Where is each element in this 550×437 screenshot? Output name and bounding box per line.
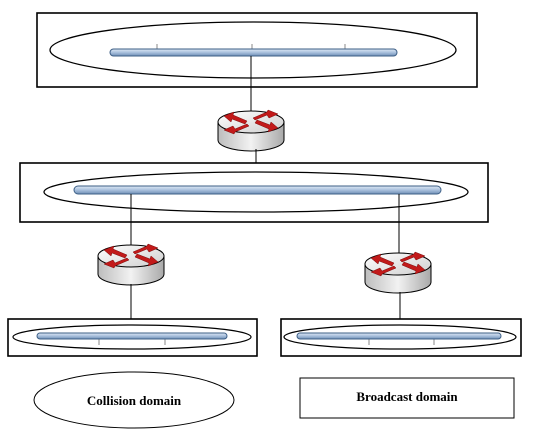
bottom-right-bus: [296, 332, 502, 340]
legend: Collision domain Broadcast domain: [33, 371, 515, 429]
bottom-right-segment: [280, 318, 522, 357]
collision-domain-ellipse: [43, 171, 469, 213]
bottom-left-segment: [7, 318, 258, 357]
top-segment: [36, 12, 478, 88]
router-icon: [364, 251, 432, 294]
legend-broadcast-box: [299, 377, 515, 419]
router-icon: [97, 243, 165, 286]
bottom-left-bus: [36, 332, 228, 340]
collision-domain-ellipse: [12, 324, 252, 350]
middle-bus: [73, 185, 442, 195]
legend-collision-label: Collision domain: [87, 393, 182, 408]
router-icon: [217, 109, 285, 152]
collision-domain-ellipse: [49, 21, 457, 79]
middle-segment: [19, 162, 489, 223]
top-bus: [109, 48, 398, 57]
legend-broadcast-label: Broadcast domain: [356, 389, 458, 404]
legend-collision-ellipse: [33, 371, 235, 429]
collision-domain-ellipse: [283, 324, 517, 350]
